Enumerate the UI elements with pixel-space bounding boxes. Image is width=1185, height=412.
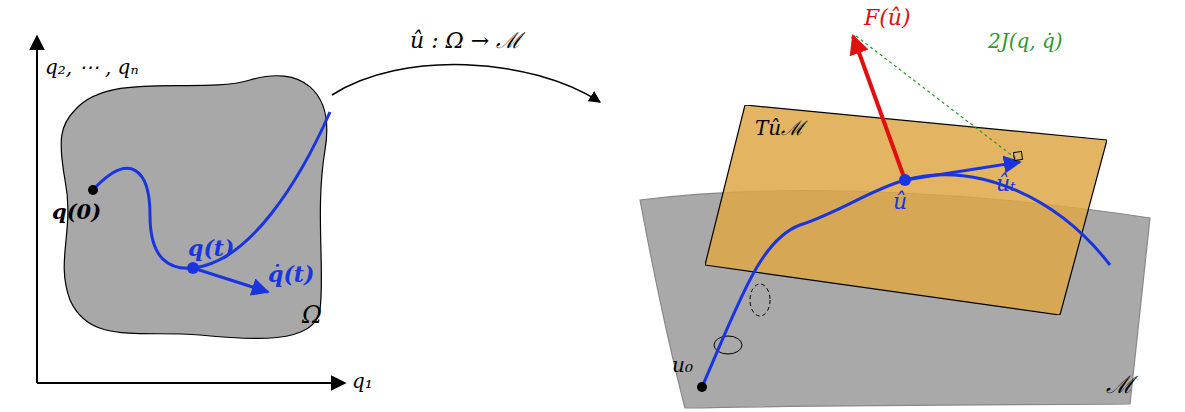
- projection-line: [856, 36, 1018, 160]
- map-arrow: [332, 65, 600, 102]
- math-label: q(t): [188, 236, 234, 260]
- region-label: Tûℳ: [755, 117, 804, 139]
- math-label: q̇(t): [268, 262, 314, 286]
- map-label: û : Ω → ℳ: [410, 29, 521, 53]
- x-axis: [37, 382, 345, 384]
- y-axis: [36, 36, 38, 383]
- math-label: q(0): [52, 200, 101, 223]
- math-label: u₀: [672, 354, 693, 376]
- math-label: q₂, ⋯ , qₙ: [45, 56, 139, 78]
- u0-dot: [697, 382, 707, 392]
- region-label: Ω: [302, 302, 322, 328]
- rotation-mark: [750, 284, 770, 316]
- math-label: ûₜ: [996, 172, 1016, 196]
- math-label: û: [893, 190, 907, 214]
- math-label: 2J(q, q̇): [988, 30, 1063, 52]
- point-dot: [187, 262, 199, 274]
- manifold-curve: [702, 175, 1110, 387]
- math-label: F(û): [864, 6, 911, 30]
- start-dot: [88, 185, 98, 195]
- velocity-arrow: [193, 268, 268, 292]
- right-angle: [1013, 151, 1022, 160]
- math-label: q₁: [352, 370, 373, 392]
- force-arrow: [853, 36, 905, 180]
- region-label: ℳ: [1106, 372, 1134, 398]
- trajectory: [93, 112, 330, 268]
- u-dot: [899, 174, 911, 186]
